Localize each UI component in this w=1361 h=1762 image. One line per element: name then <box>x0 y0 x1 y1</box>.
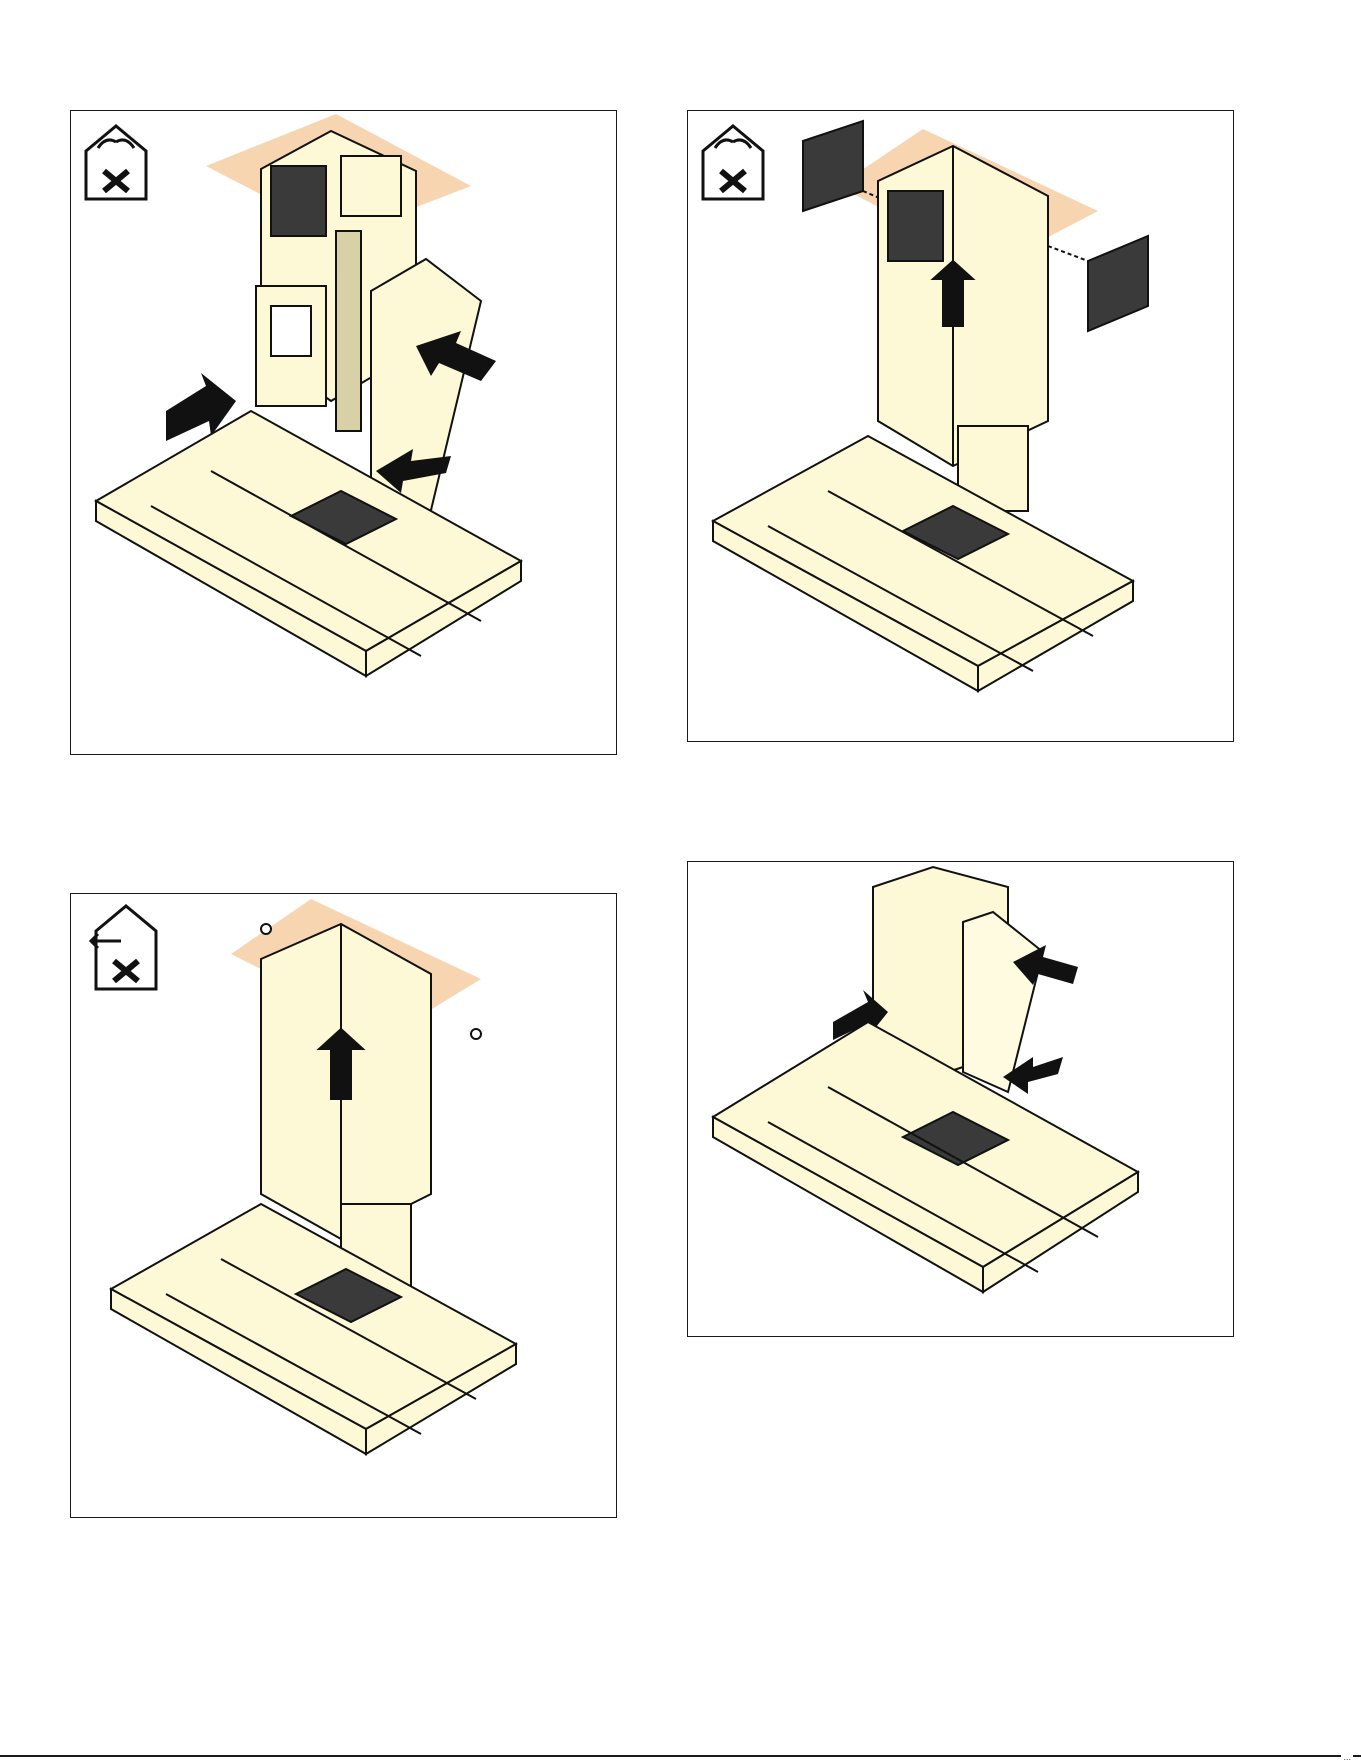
hood-assembly-drawing <box>688 111 1234 742</box>
hood-assembly-drawing <box>688 862 1234 1337</box>
hood-assembly-drawing <box>71 111 617 755</box>
ducted-mode-icon <box>91 906 156 989</box>
illustration-step-2 <box>687 110 1234 742</box>
illustration-step-4 <box>687 861 1234 1337</box>
illustration-step-1 <box>70 110 617 755</box>
hood-body <box>713 1022 1138 1292</box>
recirculation-mode-icon <box>86 126 146 199</box>
illustration-step-3 <box>70 893 617 1518</box>
page-bottom-rule <box>0 1755 1361 1757</box>
recirculation-mode-icon <box>703 126 763 199</box>
hood-body <box>96 411 521 676</box>
hood-assembly-drawing <box>71 894 617 1518</box>
hood-body <box>111 1204 516 1454</box>
hood-body <box>713 436 1133 691</box>
